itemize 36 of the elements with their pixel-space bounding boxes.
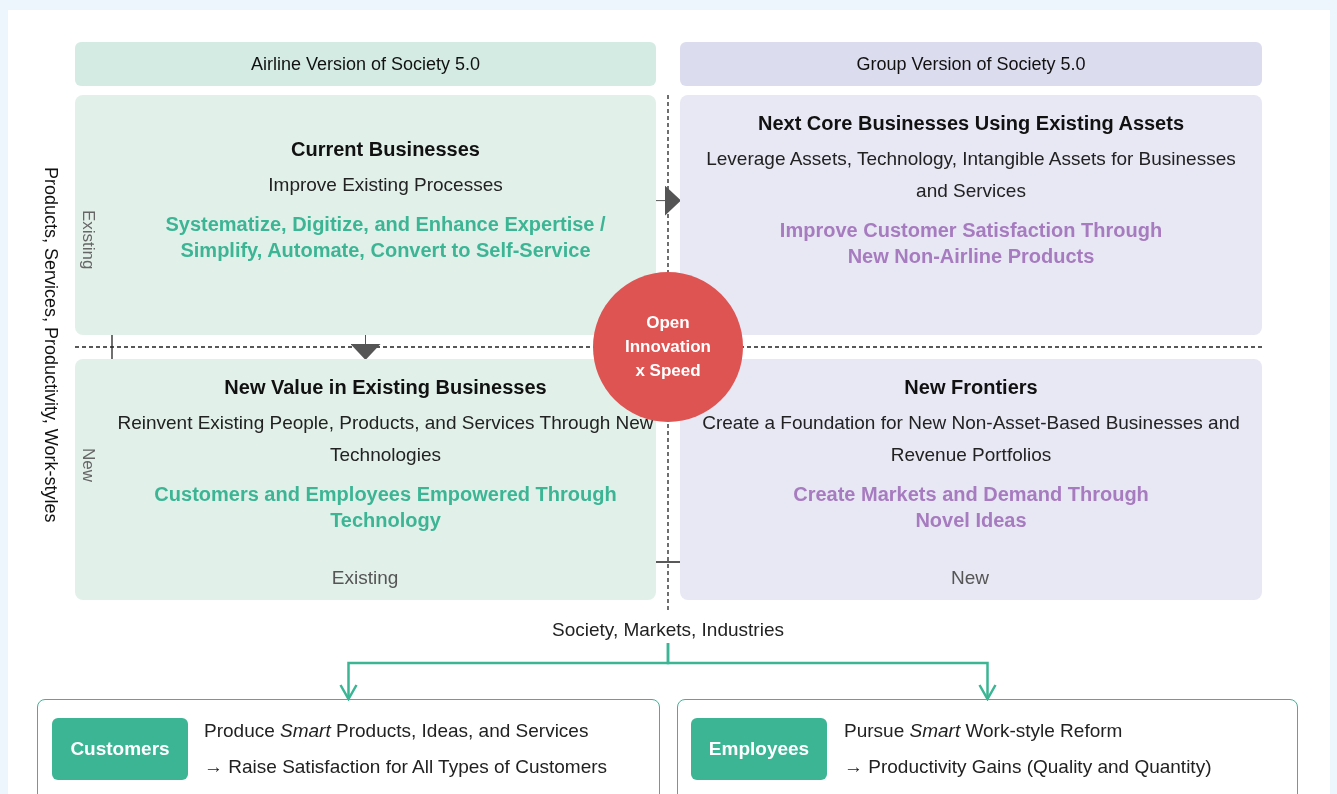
axis-tick-label: New (78, 447, 98, 484)
quadrant-goal: Improve Customer Satisfaction Through New Non-Airline Products (778, 217, 1164, 269)
outcome-card (677, 699, 1298, 794)
arrow (350, 334, 381, 360)
audience-badge (52, 718, 188, 780)
outcome-text: Produce Smart Products, Ideas, and Services (204, 720, 589, 742)
badge-text: Customers (70, 738, 170, 760)
axis-tick-label: Existing (330, 567, 400, 589)
axis-title: Products, Services, Productivity, Work-styles (40, 166, 61, 525)
quadrant-description: Reinvent Existing People, Products, and Services Through New Technologies (116, 411, 655, 467)
flow-label: Society, Markets, Industries (552, 619, 784, 641)
quadrant-description: Improve Existing Processes (268, 172, 503, 197)
column-header (680, 42, 1262, 86)
column-title: Group Version of Society 5.0 (856, 53, 1086, 75)
column-title: Airline Version of Society 5.0 (250, 53, 481, 75)
arrow (655, 185, 681, 216)
axis-tick-label: Existing (78, 209, 98, 272)
outcome-text: Pursue Smart Work-style Reform (844, 720, 1123, 742)
outcome-card (37, 699, 660, 794)
quadrant-title: New Value in Existing Businesses (224, 376, 547, 399)
column-header (75, 42, 656, 86)
quadrant-title: Current Businesses (291, 137, 480, 161)
quadrant-title: New Frontiers (904, 376, 1038, 399)
quadrant-goal: Systematize, Digitize, and Enhance Expertise / Simplify, Automate, Convert to Self-Service (164, 211, 607, 263)
circle-text: Open Innovation x Speed (624, 312, 712, 382)
quadrant-goal: Create Markets and Demand Through Novel Ideas (792, 482, 1150, 533)
outcome-text: → Productivity Gains (Quality and Quantity) (844, 756, 1212, 778)
axis-tick-label: New (950, 567, 990, 589)
audience-badge (691, 718, 827, 780)
quadrant-description: Leverage Assets, Technology, Intangible Assets for Businesses and Services (705, 146, 1237, 203)
quadrant-title: Next Core Businesses Using Existing Assets (757, 111, 1185, 135)
quadrant-goal: Customers and Employees Empowered Through Technology (153, 482, 618, 533)
quadrant-description: Create a Foundation for New Non-Asset-Based Businesses and Revenue Portfolios (701, 411, 1241, 467)
arrow (666, 643, 997, 701)
badge-text: Employees (708, 738, 810, 760)
outcome-text: → Raise Satisfaction for All Types of Customers (204, 756, 608, 778)
